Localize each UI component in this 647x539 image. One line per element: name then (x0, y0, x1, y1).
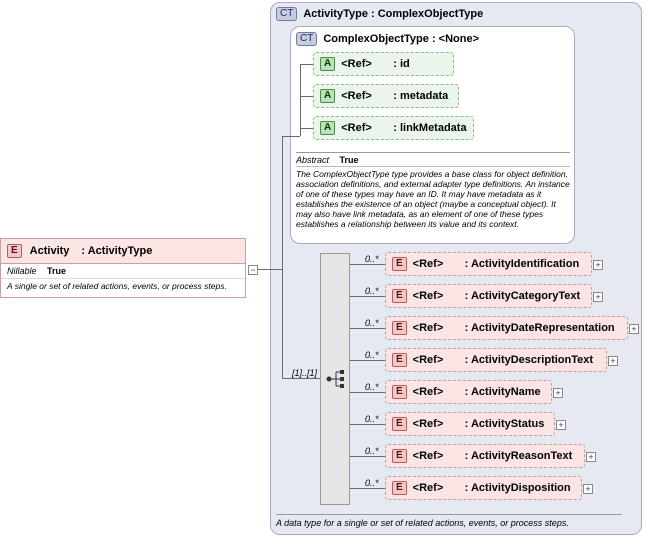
complex-type-header: CT ActivityType : ComplexObjectType (276, 7, 483, 21)
element-ref: <Ref> (412, 418, 444, 430)
element-ref: <Ref> (412, 258, 444, 270)
complex-type-documentation: A data type for a single or set of relat… (276, 518, 569, 528)
element-ref: <Ref> (412, 482, 444, 494)
divider (296, 166, 570, 167)
expand-toggle[interactable]: + (583, 484, 593, 494)
nillable-value: True (47, 266, 67, 276)
element-activityreasontext[interactable]: E <Ref> : ActivityReasonText (385, 444, 585, 468)
element-badge: E (7, 244, 22, 258)
sequence-multiplicity: [1]..[1] (292, 368, 318, 378)
attribute-ref: <Ref> (341, 122, 372, 134)
expand-toggle[interactable]: + (553, 388, 563, 398)
collapse-toggle[interactable]: − (248, 265, 258, 275)
attribute-badge: A (320, 57, 336, 71)
element-name: : ActivityDisposition (464, 482, 571, 494)
root-element-name: Activity (29, 245, 70, 257)
element-badge: E (392, 417, 407, 431)
root-element-documentation: A single or set of related actions, even… (7, 281, 227, 291)
sequence-icon (326, 370, 344, 388)
element-badge: E (392, 289, 407, 303)
element-multiplicity: 0..* (365, 286, 379, 296)
attribute-ref: <Ref> (341, 90, 372, 102)
attribute-name: : id (393, 58, 410, 70)
element-activityname[interactable]: E <Ref> : ActivityName (385, 380, 552, 404)
root-element-activity[interactable]: E Activity : ActivityType Nillable True … (0, 238, 246, 298)
expand-toggle[interactable]: + (608, 356, 618, 366)
attribute-linkmetadata[interactable]: A <Ref> : linkMetadata (313, 116, 474, 140)
abstract-label: Abstract (296, 155, 330, 165)
base-type-header: CT ComplexObjectType : <None> (296, 32, 479, 46)
element-activitycategorytext[interactable]: E <Ref> : ActivityCategoryText (385, 284, 592, 308)
base-type-badge: CT (296, 32, 318, 46)
element-ref: <Ref> (412, 450, 444, 462)
root-element-header: E Activity : ActivityType (1, 239, 245, 264)
expand-toggle[interactable]: + (593, 260, 603, 270)
root-element-type: : ActivityType (81, 245, 153, 257)
element-name: : ActivityStatus (464, 418, 545, 430)
element-name: : ActivityName (464, 386, 541, 398)
expand-toggle[interactable]: + (629, 324, 639, 334)
attribute-name: : metadata (393, 90, 449, 102)
attribute-ref: <Ref> (341, 58, 372, 70)
expand-toggle[interactable]: + (556, 420, 566, 430)
nillable-label: Nillable (7, 266, 37, 276)
complex-type-title: ActivityType : ComplexObjectType (303, 8, 484, 20)
element-activityidentification[interactable]: E <Ref> : ActivityIdentification (385, 252, 592, 276)
element-name: : ActivityDateRepresentation (464, 322, 615, 334)
element-name: : ActivityReasonText (464, 450, 573, 462)
abstract-value: True (339, 155, 359, 165)
element-name: : ActivityIdentification (464, 258, 580, 270)
nillable-row: Nillable True (1, 264, 245, 279)
element-activitydisposition[interactable]: E <Ref> : ActivityDisposition (385, 476, 582, 500)
divider (276, 514, 622, 515)
element-multiplicity: 0..* (365, 318, 379, 328)
element-ref: <Ref> (412, 290, 444, 302)
element-ref: <Ref> (412, 354, 444, 366)
abstract-row: Abstract True (296, 155, 359, 165)
base-type-documentation: The ComplexObjectType type provides a ba… (296, 169, 570, 229)
expand-toggle[interactable]: + (586, 452, 596, 462)
element-ref: <Ref> (412, 322, 444, 334)
divider (296, 152, 570, 153)
element-badge: E (392, 257, 407, 271)
expand-toggle[interactable]: + (593, 292, 603, 302)
attribute-badge: A (320, 89, 336, 103)
element-multiplicity: 0..* (365, 382, 379, 392)
element-badge: E (392, 353, 407, 367)
element-activitydescriptiontext[interactable]: E <Ref> : ActivityDescriptionText (385, 348, 607, 372)
attribute-metadata[interactable]: A <Ref> : metadata (313, 84, 459, 108)
element-activitystatus[interactable]: E <Ref> : ActivityStatus (385, 412, 555, 436)
attribute-badge: A (320, 121, 336, 135)
element-activitydaterepresentation[interactable]: E <Ref> : ActivityDateRepresentation (385, 316, 628, 340)
attribute-name: : linkMetadata (393, 122, 467, 134)
element-multiplicity: 0..* (365, 478, 379, 488)
element-name: : ActivityCategoryText (464, 290, 581, 302)
element-multiplicity: 0..* (365, 350, 379, 360)
element-badge: E (392, 321, 407, 335)
element-multiplicity: 0..* (365, 254, 379, 264)
element-badge: E (392, 385, 407, 399)
element-badge: E (392, 449, 407, 463)
base-type-title: ComplexObjectType : <None> (323, 33, 480, 45)
complex-type-badge: CT (276, 7, 298, 21)
element-multiplicity: 0..* (365, 446, 379, 456)
element-name: : ActivityDescriptionText (464, 354, 594, 366)
element-badge: E (392, 481, 407, 495)
element-multiplicity: 0..* (365, 414, 379, 424)
element-ref: <Ref> (412, 386, 444, 398)
attribute-id[interactable]: A <Ref> : id (313, 52, 454, 76)
